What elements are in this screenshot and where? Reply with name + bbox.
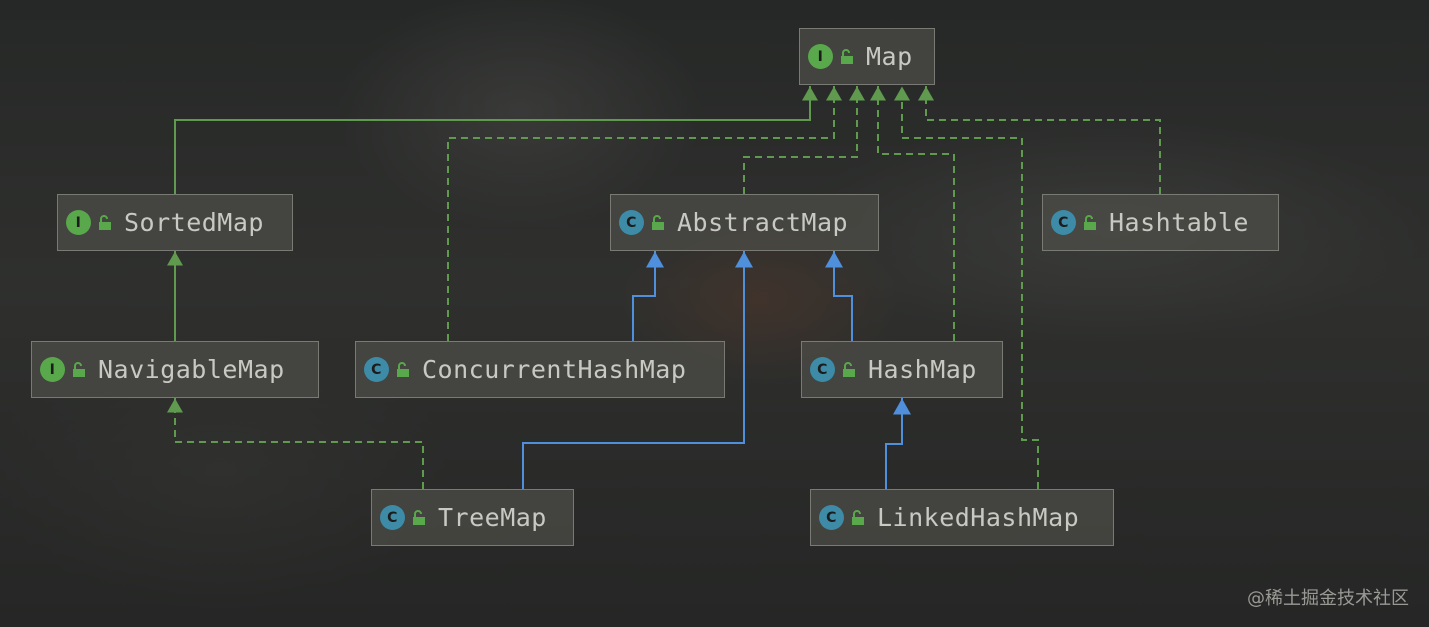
node-abstractmap[interactable]: C AbstractMap bbox=[610, 194, 879, 251]
node-label: AbstractMap bbox=[677, 208, 849, 237]
node-label: Hashtable bbox=[1109, 208, 1249, 237]
node-hashtable[interactable]: C Hashtable bbox=[1042, 194, 1279, 251]
node-treemap[interactable]: C TreeMap bbox=[371, 489, 574, 546]
unlock-icon bbox=[852, 509, 864, 525]
edge-linkedhashmap-map bbox=[894, 86, 1039, 489]
class-icon: C bbox=[380, 505, 405, 530]
edge-hashtable-map bbox=[918, 86, 1161, 194]
unlock-icon bbox=[843, 361, 855, 377]
node-concurrenthashmap[interactable]: C ConcurrentHashMap bbox=[355, 341, 725, 398]
class-icon: C bbox=[619, 210, 644, 235]
edge-abstractmap-map bbox=[743, 86, 865, 194]
node-label: Map bbox=[866, 42, 913, 71]
node-label: ConcurrentHashMap bbox=[422, 355, 687, 384]
node-label: NavigableMap bbox=[98, 355, 285, 384]
interface-icon: I bbox=[40, 357, 65, 382]
node-label: SortedMap bbox=[124, 208, 264, 237]
edge-concurrenthashmap-abstractmap bbox=[632, 251, 664, 341]
class-icon: C bbox=[810, 357, 835, 382]
node-navigablemap[interactable]: I NavigableMap bbox=[31, 341, 319, 398]
node-hashmap[interactable]: C HashMap bbox=[801, 341, 1003, 398]
edge-concurrenthashmap-map bbox=[447, 86, 842, 341]
unlock-icon bbox=[99, 214, 111, 230]
unlock-icon bbox=[652, 214, 664, 230]
class-icon: C bbox=[1051, 210, 1076, 235]
node-sortedmap[interactable]: I SortedMap bbox=[57, 194, 293, 251]
unlock-icon bbox=[413, 509, 425, 525]
unlock-icon bbox=[73, 361, 85, 377]
node-label: HashMap bbox=[868, 355, 977, 384]
edge-hashmap-map bbox=[870, 86, 955, 341]
watermark: @稀土掘金技术社区 bbox=[1247, 588, 1409, 609]
edge-treemap-abstractmap bbox=[522, 251, 753, 489]
interface-icon: I bbox=[808, 44, 833, 69]
class-icon: C bbox=[364, 357, 389, 382]
unlock-icon bbox=[1084, 214, 1096, 230]
edge-sortedmap-map bbox=[174, 86, 818, 194]
unlock-icon bbox=[841, 48, 853, 64]
node-label: TreeMap bbox=[438, 503, 547, 532]
node-linkedhashmap[interactable]: C LinkedHashMap bbox=[810, 489, 1114, 546]
edge-treemap-navigablemap bbox=[167, 398, 424, 489]
edge-linkedhashmap-hashmap bbox=[885, 398, 911, 489]
class-icon: C bbox=[819, 505, 844, 530]
unlock-icon bbox=[397, 361, 409, 377]
node-label: LinkedHashMap bbox=[877, 503, 1080, 532]
node-map[interactable]: I Map bbox=[799, 28, 935, 85]
interface-icon: I bbox=[66, 210, 91, 235]
edge-hashmap-abstractmap bbox=[825, 251, 853, 341]
